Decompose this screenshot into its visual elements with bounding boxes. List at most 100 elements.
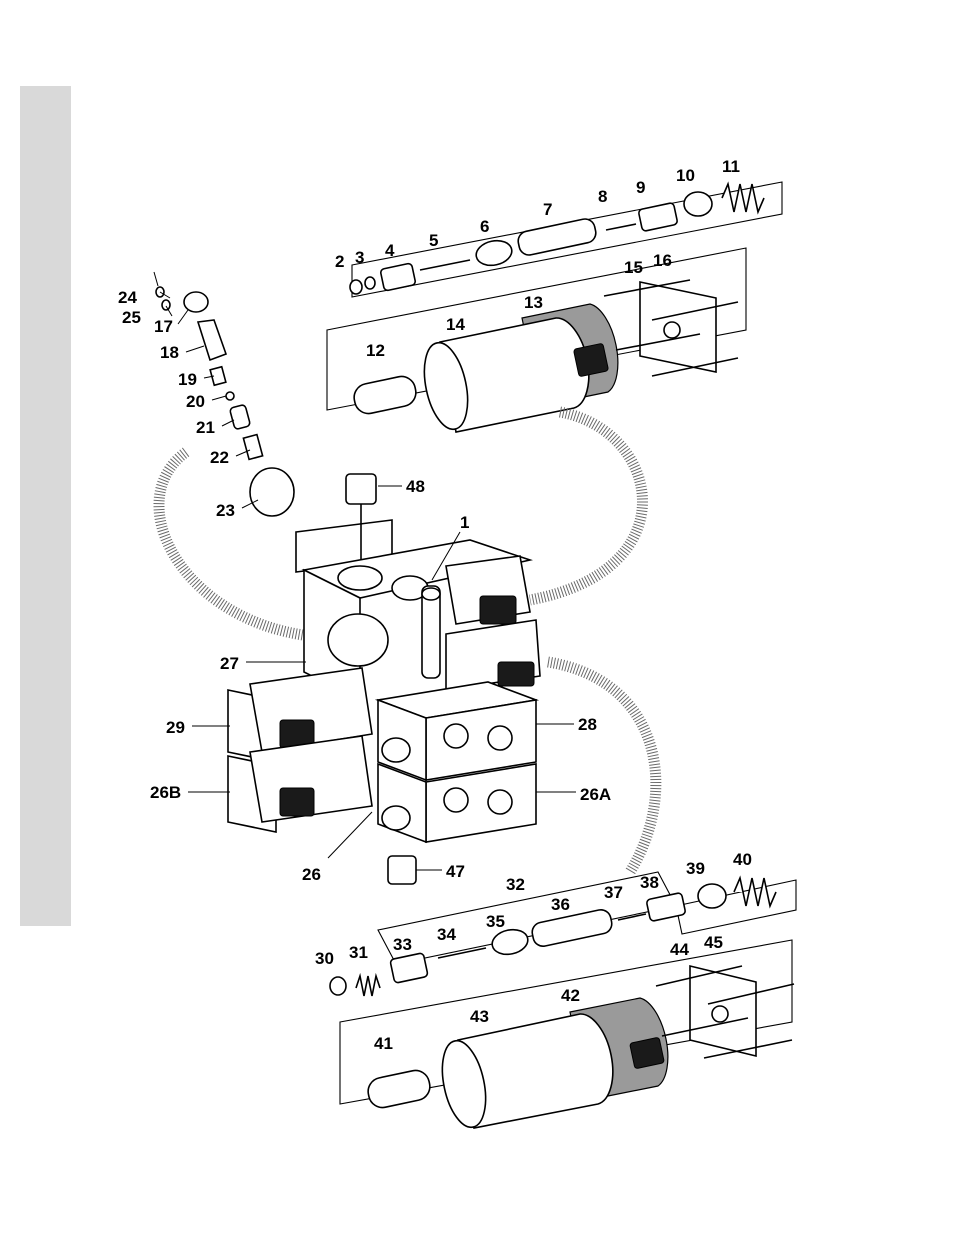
label-17: 17 xyxy=(154,317,173,336)
label-1: 1 xyxy=(460,513,469,532)
label-27: 27 xyxy=(220,654,239,673)
upper-right-connector xyxy=(480,596,516,624)
lower-parts-tray xyxy=(378,872,676,964)
part-47-plug xyxy=(388,856,416,884)
part-9-seat xyxy=(638,202,678,231)
label-37: 37 xyxy=(604,883,623,902)
upper-solenoid-assembly xyxy=(327,182,782,433)
part-25-nut xyxy=(162,300,170,310)
part-8-spring xyxy=(606,224,636,230)
side-boss xyxy=(328,614,388,666)
label-45: 45 xyxy=(704,933,723,952)
valve-blocks xyxy=(378,682,536,884)
block-26a-port-2 xyxy=(488,790,512,814)
label-28: 28 xyxy=(578,715,597,734)
port-48-seat xyxy=(338,566,382,590)
label-31: 31 xyxy=(349,943,368,962)
part-12-core xyxy=(352,374,419,416)
label-47: 47 xyxy=(446,862,465,881)
part-33-guide xyxy=(390,953,428,984)
label-20: 20 xyxy=(186,392,205,411)
label-38: 38 xyxy=(640,873,659,892)
label-2: 2 xyxy=(335,252,344,271)
label-3: 3 xyxy=(355,248,364,267)
label-5: 5 xyxy=(429,231,438,250)
label-43: 43 xyxy=(470,1007,489,1026)
label-36: 36 xyxy=(551,895,570,914)
part-34-pin xyxy=(438,948,486,958)
label-32: 32 xyxy=(506,875,525,894)
label-48: 48 xyxy=(406,477,425,496)
block-26a-port-1 xyxy=(444,788,468,812)
part-42-connector xyxy=(630,1037,665,1069)
fitting-lower xyxy=(382,806,410,830)
part-35-plunger xyxy=(490,927,530,958)
upper-right-hose xyxy=(530,412,643,600)
middle-connector xyxy=(498,662,534,686)
label-13: 13 xyxy=(524,293,543,312)
part-22-spring xyxy=(243,435,262,460)
label-19: 19 xyxy=(178,370,197,389)
part-4-guide xyxy=(380,263,416,291)
part-13-connector xyxy=(573,343,608,377)
block-28-port-1 xyxy=(444,724,468,748)
part-10-cap xyxy=(684,192,712,216)
label-40: 40 xyxy=(733,850,752,869)
label-11: 11 xyxy=(722,157,740,176)
label-33: 33 xyxy=(393,935,412,954)
label-6: 6 xyxy=(480,217,489,236)
post-1-top xyxy=(422,588,440,600)
part-18-knob xyxy=(198,320,226,360)
lower-right-hose xyxy=(548,662,656,872)
part-44-hole xyxy=(712,1006,728,1022)
label-30: 30 xyxy=(315,949,334,968)
label-4: 4 xyxy=(385,241,395,260)
label-25: 25 xyxy=(122,308,141,327)
label-42: 42 xyxy=(561,986,580,1005)
part-7-core-tube xyxy=(516,217,597,257)
label-8: 8 xyxy=(598,187,607,206)
label-41: 41 xyxy=(374,1034,393,1053)
label-10: 10 xyxy=(676,166,695,185)
label-44: 44 xyxy=(670,940,689,959)
part-23-plug xyxy=(250,468,294,516)
label-12: 12 xyxy=(366,341,385,360)
left-pilot-column xyxy=(154,272,294,516)
label-24: 24 xyxy=(118,288,137,307)
part-30-nut xyxy=(330,977,346,995)
part-17-cap xyxy=(184,292,208,312)
part-48-plug xyxy=(346,474,376,504)
part-2-nut xyxy=(350,280,362,294)
part-38-seat xyxy=(646,892,686,921)
part-41-core xyxy=(366,1068,433,1110)
part-15-hole xyxy=(664,322,680,338)
label-16: 16 xyxy=(653,251,672,270)
label-18: 18 xyxy=(160,343,179,362)
fitting-upper xyxy=(382,738,410,762)
label-34: 34 xyxy=(437,925,456,944)
label-26: 26 xyxy=(302,865,321,884)
label-35: 35 xyxy=(486,912,505,931)
label-39: 39 xyxy=(686,859,705,878)
part-3-washer xyxy=(365,277,375,289)
part-21-seat xyxy=(229,404,250,429)
part-6-plunger xyxy=(474,238,514,269)
label-7: 7 xyxy=(543,200,552,219)
part-39-cap xyxy=(698,884,726,908)
left-solenoids xyxy=(228,668,372,832)
manifold-body xyxy=(296,474,540,700)
part-5-pin xyxy=(420,260,470,270)
label-21: 21 xyxy=(196,418,215,437)
label-9: 9 xyxy=(636,178,645,197)
part-36-core-tube xyxy=(530,908,613,948)
block-28-port-2 xyxy=(488,726,512,750)
part-31-spring xyxy=(356,976,380,996)
part-40-spring xyxy=(734,878,776,906)
label-15: 15 xyxy=(624,258,643,277)
label-14: 14 xyxy=(446,315,465,334)
label-29: 29 xyxy=(166,718,185,737)
label-22: 22 xyxy=(210,448,229,467)
solenoid-26b-connector xyxy=(280,788,314,816)
part-11-spring xyxy=(722,184,764,212)
